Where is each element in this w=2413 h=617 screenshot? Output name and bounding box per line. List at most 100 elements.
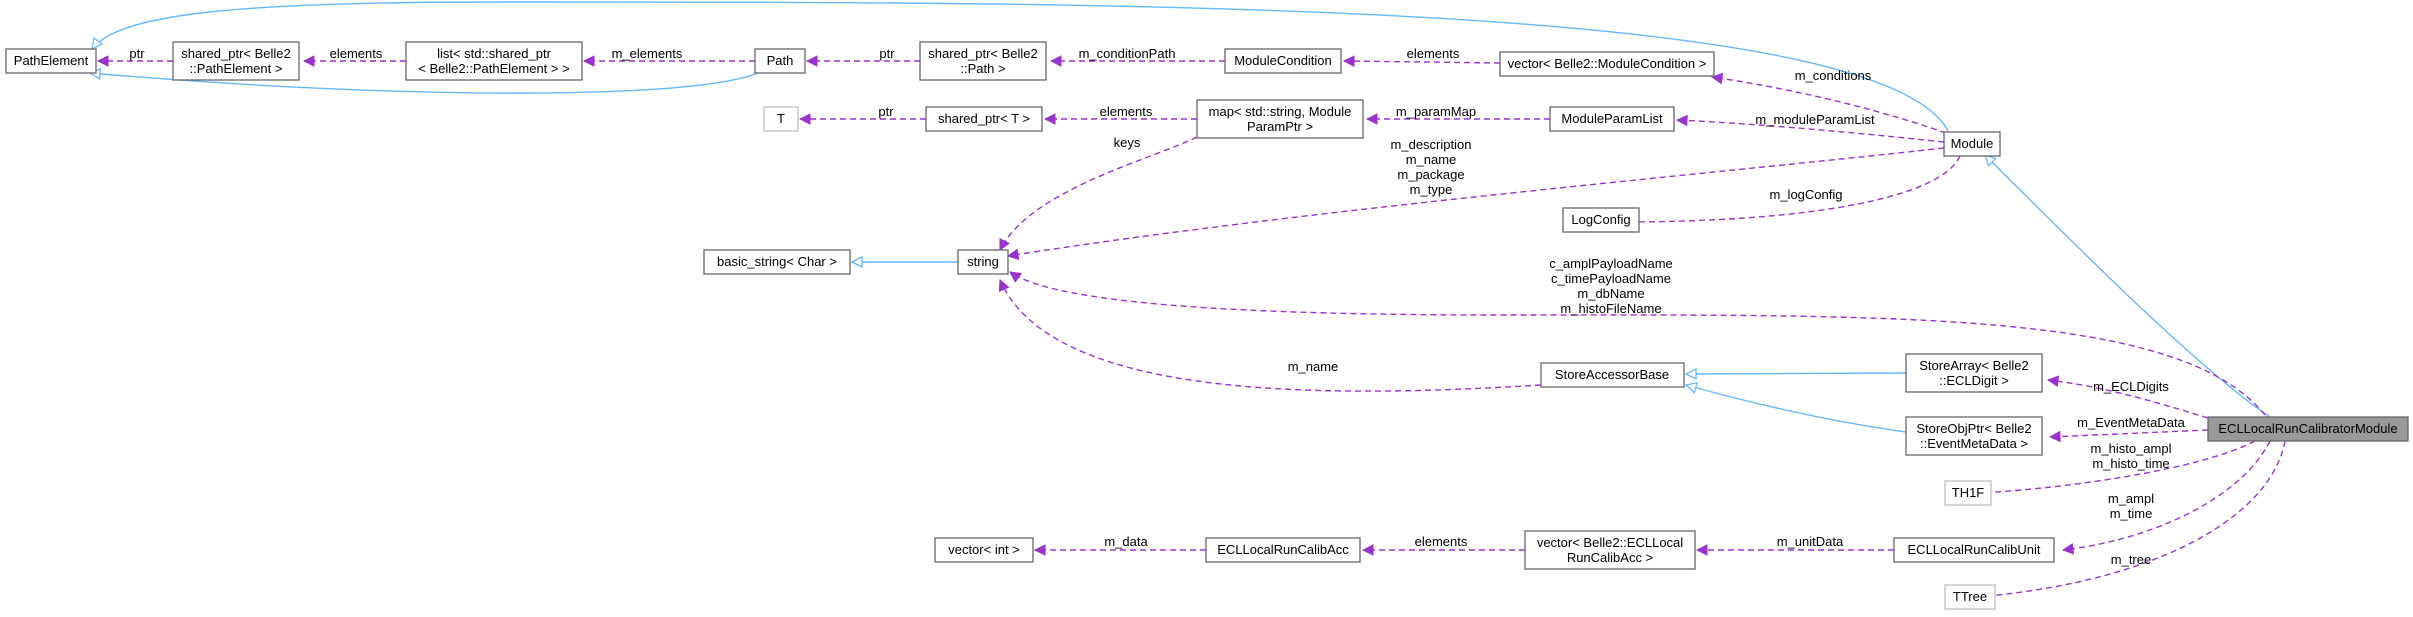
- edge-map-keys: [999, 136, 1198, 250]
- svg-text:LogConfig: LogConfig: [1571, 212, 1630, 227]
- node-string[interactable]: string: [957, 249, 1009, 275]
- node-vector-int[interactable]: vector< int >: [934, 537, 1034, 563]
- edge-path-inherits-path-element: [90, 72, 761, 94]
- node-ecl-local-run-calib-acc[interactable]: ECLLocalRunCalibAcc: [1205, 537, 1361, 563]
- node-t[interactable]: T: [763, 106, 799, 132]
- label-elements-t: elements: [1100, 104, 1153, 119]
- node-store-array-ecl-digit[interactable]: StoreArray< Belle2 ::ECLDigit >: [1905, 353, 2043, 393]
- node-path-element[interactable]: PathElement: [5, 48, 97, 74]
- svg-text:T: T: [777, 111, 785, 126]
- edge-ecl-module-m-tree: [1964, 440, 2286, 598]
- svg-text:list< std::shared_ptr: list< std::shared_ptr: [437, 46, 551, 61]
- label-c-ampl-payload-name: c_amplPayloadName: [1549, 256, 1673, 271]
- label-m-ecl-digits: m_ECLDigits: [2093, 379, 2169, 394]
- svg-text:shared_ptr< Belle2: shared_ptr< Belle2: [181, 46, 291, 61]
- svg-text:ParamPtr >: ParamPtr >: [1247, 119, 1313, 134]
- node-vector-ecl-local-run-calib-acc[interactable]: vector< Belle2::ECLLocal RunCalibAcc >: [1524, 530, 1696, 570]
- svg-text:ECLLocalRunCalibratorModule: ECLLocalRunCalibratorModule: [2218, 421, 2397, 436]
- label-m-log-config: m_logConfig: [1770, 187, 1843, 202]
- edge-ecl-module-ampl-time: [2063, 440, 2271, 550]
- edge-module-inherits-path-element: [92, 1, 1949, 132]
- node-log-config[interactable]: LogConfig: [1562, 207, 1640, 233]
- edge-ecl-module-m-event-meta-data: [2050, 429, 2209, 437]
- edge-module-m-log-config: [1620, 155, 1961, 222]
- label-keys: keys: [1114, 135, 1141, 150]
- label-m-data: m_data: [1104, 534, 1148, 549]
- node-th1f[interactable]: TH1F: [1944, 480, 1992, 506]
- svg-text:basic_string< Char >: basic_string< Char >: [717, 254, 837, 269]
- svg-text:vector< Belle2::ECLLocal: vector< Belle2::ECLLocal: [1537, 535, 1683, 550]
- label-m-db-name: m_dbName: [1577, 286, 1644, 301]
- edge-module-m-module-param-list: [1677, 120, 1945, 143]
- node-module-param-list[interactable]: ModuleParamList: [1549, 106, 1675, 132]
- svg-text:::EventMetaData >: ::EventMetaData >: [1920, 436, 2028, 451]
- label-m-name-module: m_name: [1406, 152, 1457, 167]
- svg-text:StoreArray< Belle2: StoreArray< Belle2: [1919, 358, 2028, 373]
- svg-text:::ECLDigit >: ::ECLDigit >: [1939, 373, 2009, 388]
- label-m-ampl: m_ampl: [2108, 491, 2154, 506]
- node-list-shared-ptr-path-element[interactable]: list< std::shared_ptr < Belle2::PathElem…: [405, 41, 583, 81]
- label-m-time: m_time: [2110, 506, 2153, 521]
- label-elements-path-element: elements: [330, 46, 383, 61]
- svg-text:vector< int >: vector< int >: [948, 542, 1020, 557]
- svg-text:string: string: [967, 254, 999, 269]
- svg-text:ECLLocalRunCalibAcc: ECLLocalRunCalibAcc: [1217, 542, 1349, 557]
- label-m-elements: m_elements: [612, 46, 683, 61]
- edge-store-obj-ptr-inherits-accessor-base: [1686, 385, 1907, 433]
- edge-store-array-inherits-accessor-base: [1686, 373, 1907, 374]
- node-basic-string[interactable]: basic_string< Char >: [703, 249, 851, 275]
- node-shared-ptr-t[interactable]: shared_ptr< T >: [925, 106, 1043, 132]
- svg-text:StoreObjPtr< Belle2: StoreObjPtr< Belle2: [1916, 421, 2031, 436]
- svg-text:ECLLocalRunCalibUnit: ECLLocalRunCalibUnit: [1908, 542, 2041, 557]
- label-m-conditions: m_conditions: [1795, 68, 1872, 83]
- label-m-name-accessor: m_name: [1288, 359, 1339, 374]
- svg-text:ModuleParamList: ModuleParamList: [1561, 111, 1663, 126]
- label-m-condition-path: m_conditionPath: [1079, 46, 1176, 61]
- svg-text:::PathElement >: ::PathElement >: [190, 61, 283, 76]
- svg-text:map< std::string, Module: map< std::string, Module: [1209, 104, 1352, 119]
- label-m-histo-file-name: m_histoFileName: [1560, 301, 1661, 316]
- node-module-condition[interactable]: ModuleCondition: [1224, 48, 1342, 74]
- node-store-obj-ptr-event-meta-data[interactable]: StoreObjPtr< Belle2 ::EventMetaData >: [1905, 416, 2043, 456]
- svg-text:vector< Belle2::ModuleConditio: vector< Belle2::ModuleCondition >: [1508, 56, 1707, 71]
- node-ecl-local-run-calibrator-module[interactable]: ECLLocalRunCalibratorModule: [2207, 416, 2409, 442]
- label-m-description: m_description: [1391, 137, 1472, 152]
- svg-text:RunCalibAcc >: RunCalibAcc >: [1567, 550, 1653, 565]
- node-store-accessor-base[interactable]: StoreAccessorBase: [1540, 362, 1685, 388]
- label-m-type: m_type: [1410, 182, 1453, 197]
- label-m-unit-data: m_unitData: [1777, 534, 1844, 549]
- edge-ecl-module-strings: [1010, 272, 2266, 416]
- svg-text:PathElement: PathElement: [14, 53, 89, 68]
- edge-module-m-conditions: [1712, 77, 1947, 134]
- svg-text:TTree: TTree: [1953, 589, 1987, 604]
- edge-vector-module-condition-elements: [1344, 61, 1501, 63]
- svg-text:shared_ptr< Belle2: shared_ptr< Belle2: [928, 46, 1038, 61]
- node-shared-ptr-path[interactable]: shared_ptr< Belle2 ::Path >: [919, 41, 1047, 81]
- label-m-histo-time: m_histo_time: [2092, 456, 2169, 471]
- edge-ecl-module-inherits-module: [1985, 155, 2271, 418]
- svg-text:StoreAccessorBase: StoreAccessorBase: [1555, 367, 1669, 382]
- label-m-param-map: m_paramMap: [1396, 104, 1476, 119]
- node-ttree[interactable]: TTree: [1944, 584, 1996, 610]
- label-ptr-path-element: ptr: [129, 46, 145, 61]
- label-m-event-meta-data: m_EventMetaData: [2077, 415, 2185, 430]
- edge-ecl-module-histos: [1960, 440, 2256, 494]
- node-path[interactable]: Path: [754, 48, 806, 74]
- label-ptr-t: ptr: [878, 104, 894, 119]
- node-vector-module-condition[interactable]: vector< Belle2::ModuleCondition >: [1499, 51, 1715, 77]
- node-map-module-param[interactable]: map< std::string, Module ParamPtr >: [1196, 99, 1364, 139]
- label-m-histo-ampl: m_histo_ampl: [2091, 441, 2172, 456]
- svg-text:TH1F: TH1F: [1952, 485, 1985, 500]
- node-ecl-local-run-calib-unit[interactable]: ECLLocalRunCalibUnit: [1893, 537, 2055, 563]
- svg-text:Path: Path: [767, 53, 794, 68]
- edge-ecl-module-m-ecl-digits: [2048, 380, 2209, 419]
- label-ptr-path: ptr: [879, 46, 895, 61]
- label-m-package: m_package: [1397, 167, 1464, 182]
- edge-accessor-base-m-name: [1000, 280, 1542, 392]
- edge-module-strings: [1008, 147, 1945, 256]
- node-module[interactable]: Module: [1943, 131, 2001, 157]
- svg-text:ModuleCondition: ModuleCondition: [1234, 53, 1332, 68]
- node-shared-ptr-path-element[interactable]: shared_ptr< Belle2 ::PathElement >: [172, 41, 300, 81]
- label-m-tree: m_tree: [2111, 552, 2151, 567]
